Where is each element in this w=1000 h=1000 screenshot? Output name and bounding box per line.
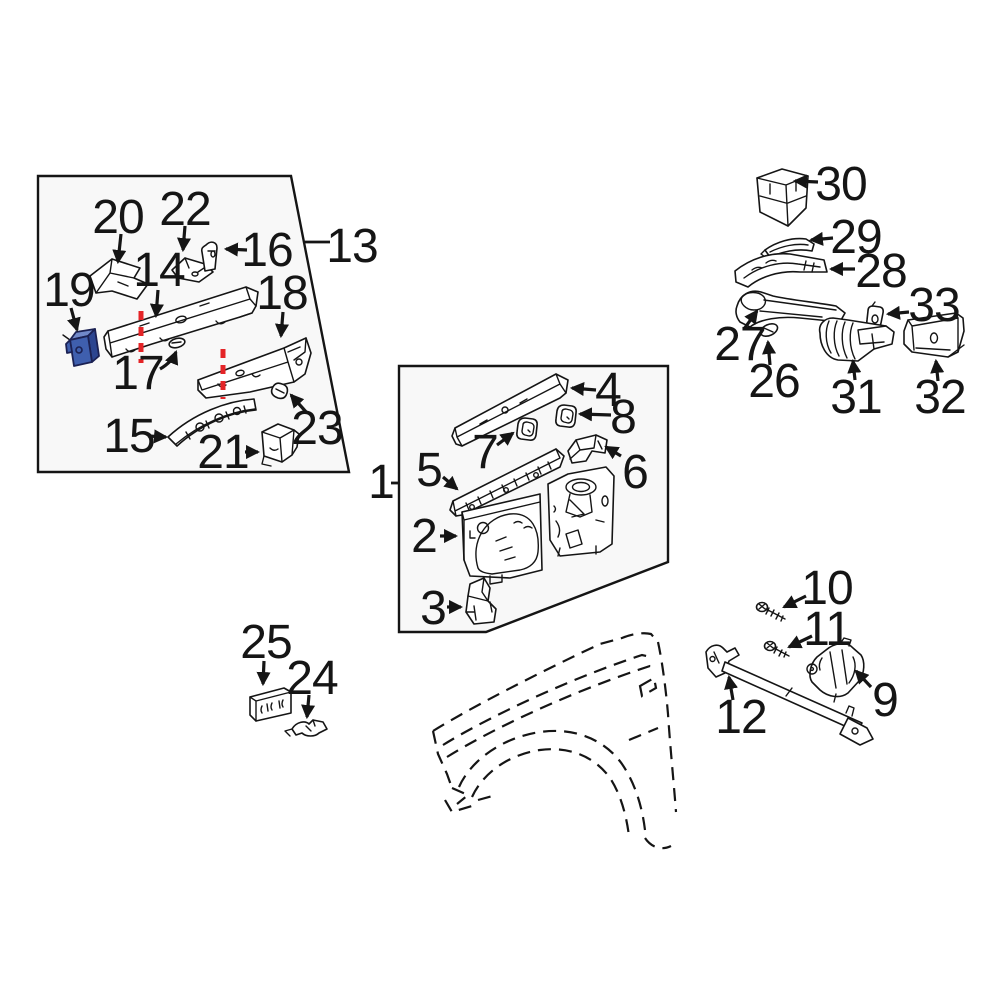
callout-arrows xyxy=(67,174,945,720)
part-3-bracket xyxy=(465,577,497,625)
callout-13: 13 xyxy=(326,220,377,273)
part-17-grommet xyxy=(168,337,186,349)
arrow-to-part-15 xyxy=(147,429,169,444)
part-2-cowl-side-panel xyxy=(547,466,615,557)
part-20-bracket xyxy=(89,258,149,300)
arrow-to-part-18 xyxy=(274,311,290,339)
part-22-bracket xyxy=(171,257,214,283)
callout-6: 6 xyxy=(622,446,648,499)
callout-23: 23 xyxy=(291,402,342,455)
callout-16: 16 xyxy=(241,224,292,277)
arrow-to-part-22 xyxy=(176,225,192,253)
callout-14: 14 xyxy=(133,244,185,297)
callout-12: 12 xyxy=(715,691,766,744)
callout-30: 30 xyxy=(815,158,866,211)
callout-20: 20 xyxy=(92,191,143,244)
arrow-to-part-27 xyxy=(742,309,759,330)
callout-28: 28 xyxy=(855,245,906,298)
arrow-to-part-29 xyxy=(808,231,834,246)
arrow-to-part-10 xyxy=(782,594,807,609)
arrow-to-part-6 xyxy=(604,445,622,460)
part-8-grommet xyxy=(555,404,577,428)
part-7-grommet xyxy=(516,417,538,441)
part-21-bracket-box xyxy=(261,423,300,467)
arrow-to-part-4 xyxy=(569,381,597,397)
callout-18: 18 xyxy=(256,267,307,320)
part-11-screw xyxy=(763,640,790,658)
part-5-cowl-rail xyxy=(449,448,565,517)
arrow-to-part-17 xyxy=(159,350,179,371)
arrow-to-part-19 xyxy=(67,307,81,333)
arrow-to-part-7 xyxy=(496,431,515,447)
callout-7: 7 xyxy=(472,426,498,479)
arrow-to-part-30 xyxy=(792,174,819,189)
callout-19: 19 xyxy=(43,264,94,317)
part-14-side-rail xyxy=(103,286,259,358)
part-31-finned-bracket xyxy=(818,317,895,362)
part-23-clip xyxy=(270,382,289,400)
callout-11: 11 xyxy=(803,603,851,656)
part-2-wheelhouse-panel xyxy=(461,493,543,585)
part-12-brace xyxy=(705,644,874,746)
arrow-to-part-33 xyxy=(885,305,910,320)
arrow-to-part-16 xyxy=(223,242,248,257)
arrow-to-part-5 xyxy=(441,475,459,491)
callout-4: 4 xyxy=(595,364,621,417)
arrow-to-part-24 xyxy=(301,694,316,720)
part-9-bracket xyxy=(806,637,865,703)
callout-21: 21 xyxy=(197,426,248,479)
arrow-to-part-26 xyxy=(762,339,777,366)
part-24-clip xyxy=(284,719,328,737)
arrow-to-part-8 xyxy=(577,407,612,422)
part-18-side-rail xyxy=(197,337,312,399)
part-19-highlighted-clip xyxy=(62,328,100,367)
part-25-plate xyxy=(249,687,292,722)
callout-17: 17 xyxy=(112,347,163,400)
part-10-screw xyxy=(755,601,786,622)
part-30-cowl-box xyxy=(756,168,809,227)
callout-33: 33 xyxy=(908,279,959,332)
arrow-to-part-25 xyxy=(256,660,271,687)
callout-8: 8 xyxy=(610,391,636,444)
part-29-strip xyxy=(760,237,815,258)
arrow-to-part-14 xyxy=(149,289,164,319)
part-28-pillar-section xyxy=(734,252,828,288)
callout-3: 3 xyxy=(420,582,446,635)
callout-9: 9 xyxy=(872,674,898,727)
part-27-channel xyxy=(735,290,846,328)
callout-15: 15 xyxy=(103,410,154,463)
fender-dashed-outline xyxy=(431,632,678,850)
part-16-clip xyxy=(197,241,218,273)
callout-leader-ticks xyxy=(305,240,398,485)
part-15-apron-rail xyxy=(167,398,257,447)
callout-5: 5 xyxy=(416,444,442,497)
callout-27: 27 xyxy=(714,318,765,371)
callout-31: 31 xyxy=(830,371,881,424)
arrow-to-part-20 xyxy=(112,233,127,265)
part-32-rail-section xyxy=(903,312,965,358)
callout-32: 32 xyxy=(914,371,965,424)
arrow-to-part-23 xyxy=(289,393,309,415)
callout-29: 29 xyxy=(830,211,881,264)
arrow-to-part-9 xyxy=(854,669,873,689)
callout-25: 25 xyxy=(240,616,291,669)
part-4-upper-tie-bar xyxy=(451,373,569,447)
arrow-to-part-32 xyxy=(930,358,945,382)
arrow-to-part-11 xyxy=(787,634,813,649)
callout-26: 26 xyxy=(748,355,799,408)
callout-24: 24 xyxy=(286,652,338,705)
arrow-to-part-12 xyxy=(724,674,738,701)
part-26-clip xyxy=(759,322,779,338)
callout-22: 22 xyxy=(159,183,210,236)
arrow-to-part-31 xyxy=(847,358,862,381)
callout-1: 1 xyxy=(368,456,394,509)
callout-2: 2 xyxy=(411,510,437,563)
callout-10: 10 xyxy=(801,562,852,615)
